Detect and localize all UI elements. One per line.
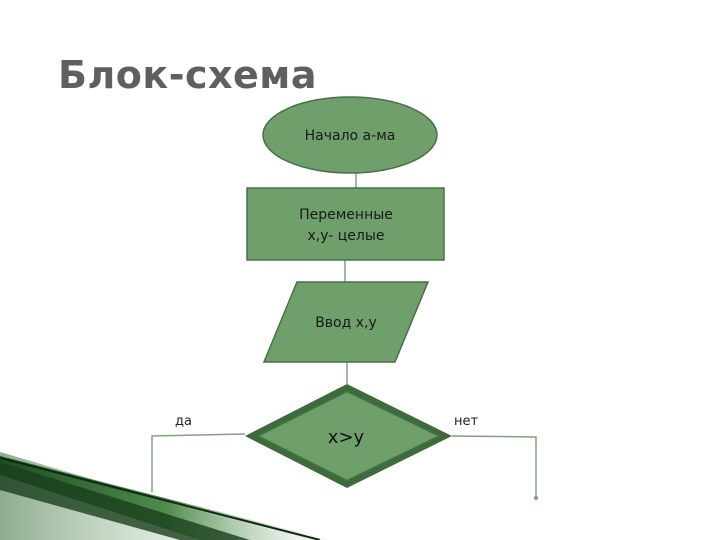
- decorative-swoosh: [0, 452, 330, 540]
- branch-no-label: нет: [454, 414, 478, 429]
- condition-label: x>y: [328, 427, 365, 448]
- variables-process-block: [246, 187, 445, 261]
- branch-yes-label: да: [175, 414, 192, 429]
- start-terminator: [262, 96, 438, 174]
- slide-title: Блок-схема: [58, 53, 317, 97]
- input-label: Ввод x,y: [315, 315, 377, 331]
- branch-no-line: [451, 435, 537, 498]
- branch-yes-line: [151, 433, 246, 492]
- condition-decision-block: [245, 384, 452, 488]
- variables-label-line1: Переменные: [299, 207, 393, 223]
- branch-no-endpoint: [534, 496, 538, 500]
- start-label: Начало а-ма: [305, 128, 396, 144]
- variables-label-line2: x,y- целые: [307, 228, 384, 244]
- connectors: [151, 172, 537, 498]
- input-io-block: [262, 281, 430, 363]
